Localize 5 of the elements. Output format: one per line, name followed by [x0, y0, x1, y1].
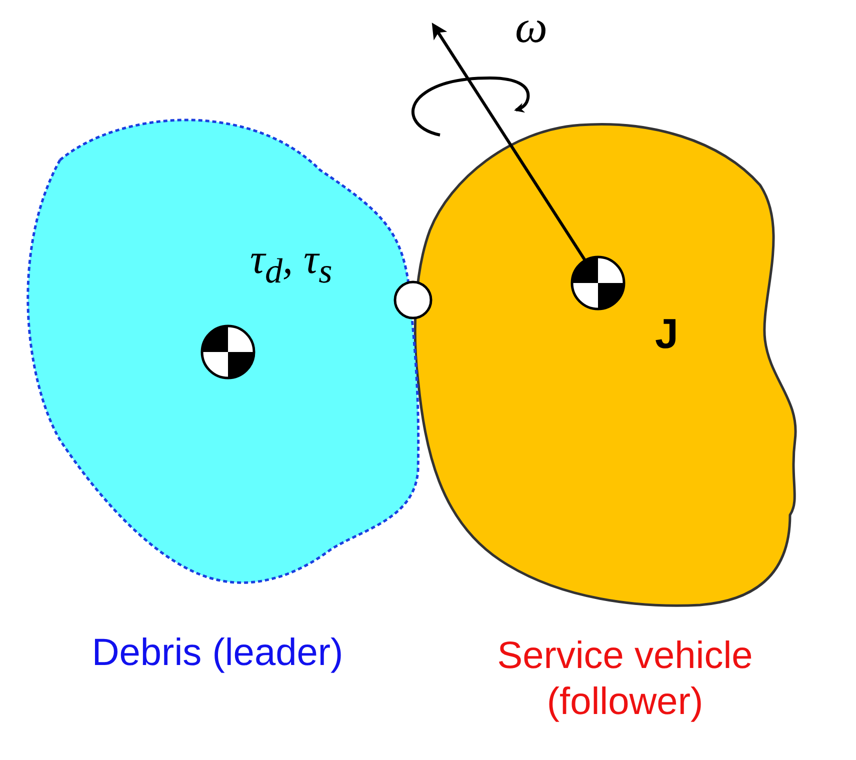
angular-velocity-symbol: ω	[515, 0, 548, 53]
torque-symbols: τ$_{d}$, τ$_{s}$	[250, 236, 332, 292]
body-caption: Service vehicle (follower)	[496, 634, 754, 725]
body-caption: Debris (leader)	[90, 631, 344, 676]
inertia-symbol: J	[655, 310, 678, 358]
